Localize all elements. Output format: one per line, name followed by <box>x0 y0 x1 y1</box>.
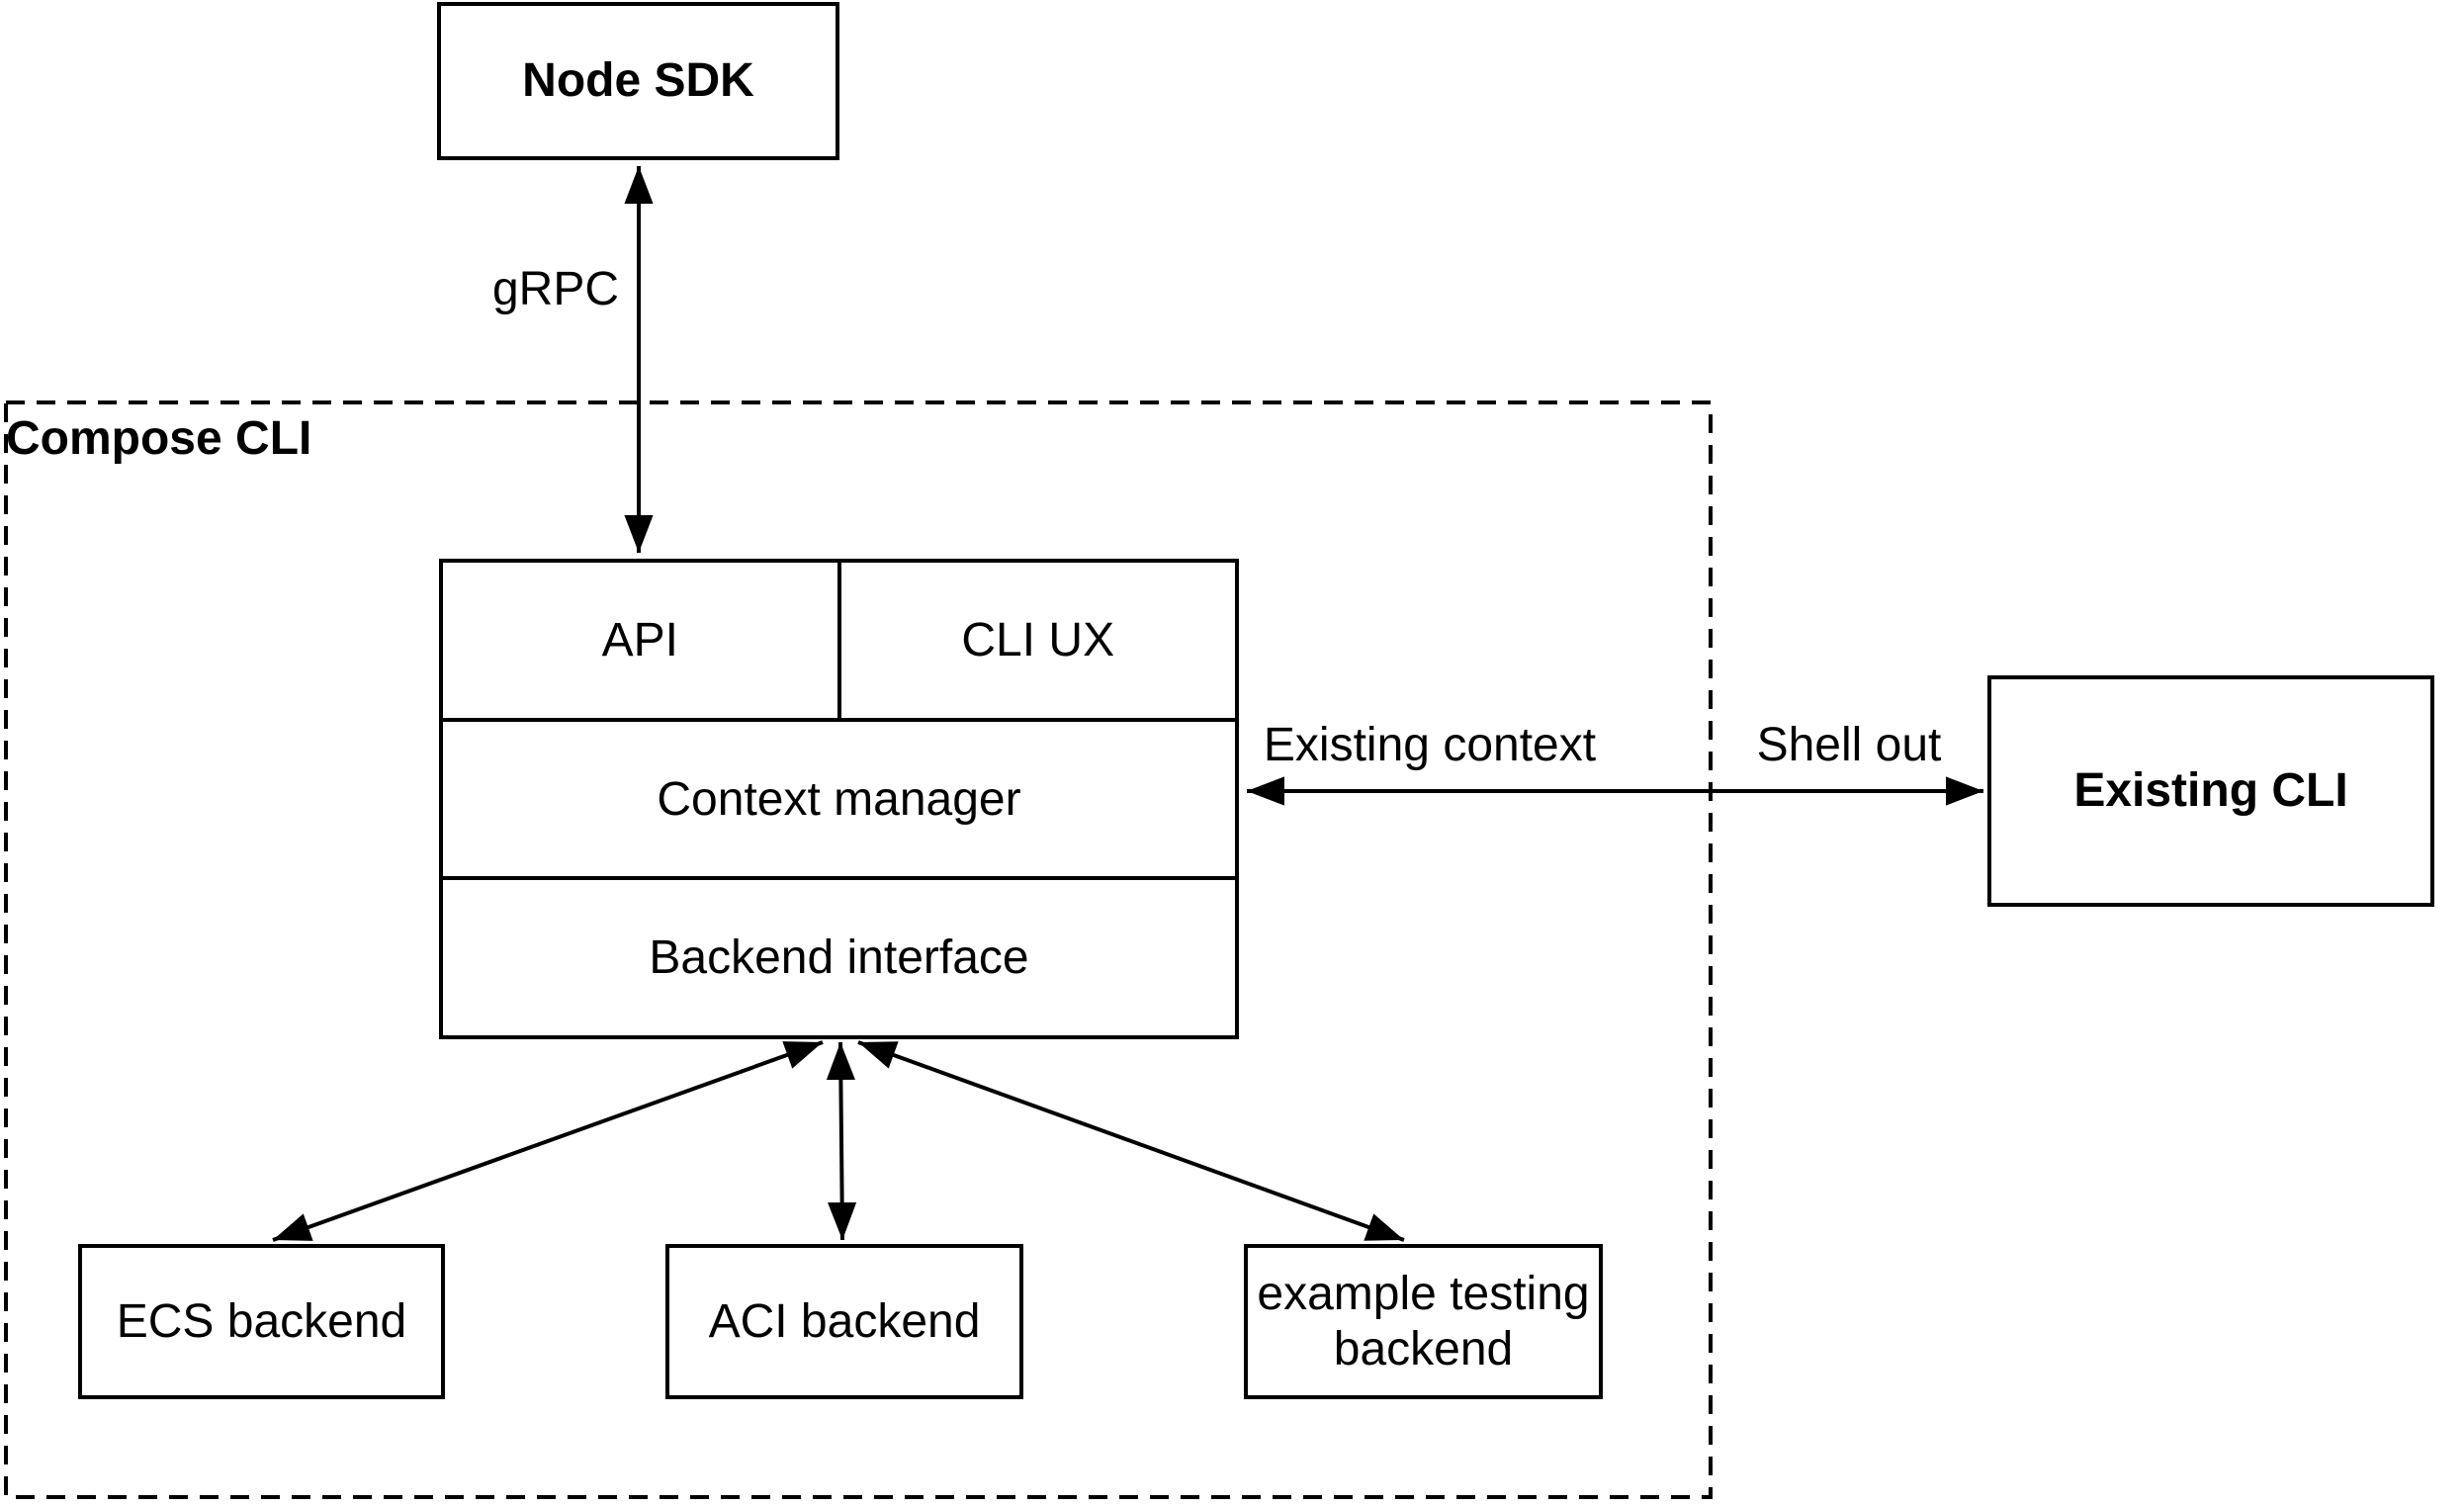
shell-out-edge-label: Shell out <box>1756 719 1942 771</box>
backend-interface-label: Backend interface <box>649 931 1029 985</box>
compose-cli-label: Compose CLI <box>6 412 312 465</box>
ecs-backend-label: ECS backend <box>116 1294 407 1348</box>
ecs-backend-arrow <box>272 1040 824 1242</box>
example-backend-arrow <box>857 1040 1405 1242</box>
grpc-edge-label: gRPC <box>491 263 620 315</box>
existing-context-edge-label: Existing context <box>1263 719 1597 771</box>
ecs-backend-box: ECS backend <box>78 1244 445 1399</box>
aci-backend-arrow <box>826 1041 857 1241</box>
compose-cli-stack-box: API CLI UX Context manager Backend inter… <box>439 559 1239 1039</box>
api-label: API <box>601 613 678 666</box>
api-cell: API <box>443 563 837 718</box>
cli-ux-label: CLI UX <box>961 613 1115 666</box>
existing-cli-box: Existing CLI <box>1987 675 2434 907</box>
existing-cli-label: Existing CLI <box>2073 764 2348 818</box>
example-testing-backend-label: example testing backend <box>1257 1268 1590 1375</box>
node-sdk-box: Node SDK <box>437 2 839 160</box>
context-manager-cell: Context manager <box>443 717 1235 877</box>
backend-interface-cell: Backend interface <box>443 876 1235 1035</box>
aci-backend-box: ACI backend <box>665 1244 1023 1399</box>
context-manager-label: Context manager <box>657 772 1021 826</box>
aci-backend-label: ACI backend <box>708 1294 981 1348</box>
node-sdk-label: Node SDK <box>522 54 754 108</box>
stack-top-row: API CLI UX <box>443 563 1235 718</box>
cli-ux-cell: CLI UX <box>836 563 1236 718</box>
example-testing-backend-box: example testing backend <box>1244 1244 1603 1399</box>
